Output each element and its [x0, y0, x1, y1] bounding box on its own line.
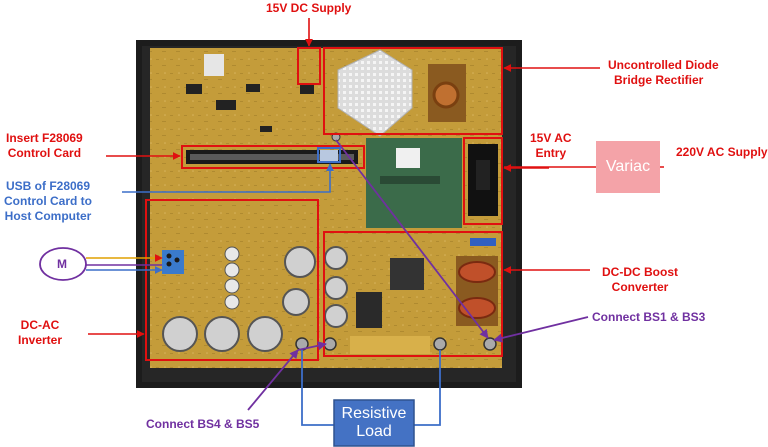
boost-components	[324, 238, 498, 328]
label-boost-line2: Converter	[611, 280, 669, 294]
box-dc-ac-inverter	[145, 199, 319, 361]
top-ics	[186, 54, 314, 132]
box-control-card	[181, 145, 365, 169]
label-ac-entry: 15V AC Entry	[530, 131, 572, 161]
label-ac-entry-line1: 15V AC	[530, 131, 572, 145]
label-boost: DC-DC Boost Converter	[602, 265, 678, 295]
inductor-top	[428, 64, 466, 122]
label-motor: M	[57, 257, 67, 271]
label-boost-line1: DC-DC Boost	[602, 265, 678, 279]
label-dc-ac-line2: Inverter	[18, 333, 63, 347]
label-15v-dc-supply: 15V DC Supply	[266, 1, 352, 15]
motor-terminal-block	[162, 250, 184, 274]
heatsink	[337, 49, 413, 137]
load-wiring	[301, 350, 441, 426]
label-usb: USB of F28069 Control Card to Host Compu…	[4, 179, 92, 224]
label-insert-card-line2: Control Card	[7, 146, 82, 160]
motor-wires	[86, 254, 163, 274]
label-rectifier: Uncontrolled Diode Bridge Rectifier	[608, 58, 748, 88]
motor-symbol	[39, 247, 87, 281]
variac-box	[596, 141, 660, 193]
box-ac-entry	[463, 137, 503, 225]
label-insert-card: Insert F28069 Control Card	[6, 131, 83, 161]
label-resistive-load-line2: Load	[356, 423, 392, 440]
box-usb-port	[317, 147, 341, 163]
label-rectifier-line2: Bridge Rectifier	[614, 73, 704, 87]
label-ac-entry-line2: Entry	[535, 146, 567, 160]
label-usb-line3: Host Computer	[4, 209, 92, 223]
label-ac-supply: 220V AC Supply	[676, 145, 768, 159]
label-insert-card-line1: Insert F28069	[6, 131, 83, 145]
resistive-load-box	[333, 399, 415, 447]
label-dc-ac: DC-AC Inverter	[18, 318, 62, 348]
label-connect-bs1-bs3: Connect BS1 & BS3	[592, 310, 706, 324]
box-dc-dc-boost	[323, 231, 503, 357]
control-card-slot	[186, 150, 358, 164]
label-usb-line1: USB of F28069	[5, 179, 91, 193]
label-variac: Variac	[605, 158, 651, 175]
ac-entry-connector	[468, 144, 498, 216]
label-usb-line2: Control Card to	[4, 194, 92, 208]
label-dc-ac-line1: DC-AC	[20, 318, 60, 332]
purple-arrows	[247, 139, 589, 411]
power-supply-board	[366, 138, 462, 228]
label-rectifier-line1: Uncontrolled Diode	[608, 58, 719, 72]
usb-arrow	[122, 163, 334, 193]
inverter-capacitors	[162, 246, 316, 352]
label-resistive-load: Resistive Load	[334, 405, 414, 441]
annotation-boxes	[145, 47, 503, 361]
label-resistive-load-line1: Resistive	[341, 405, 407, 422]
label-connect-bs4-bs5: Connect BS4 & BS5	[146, 417, 260, 431]
box-rectifier	[323, 47, 503, 135]
box-15v-dc	[297, 47, 321, 85]
